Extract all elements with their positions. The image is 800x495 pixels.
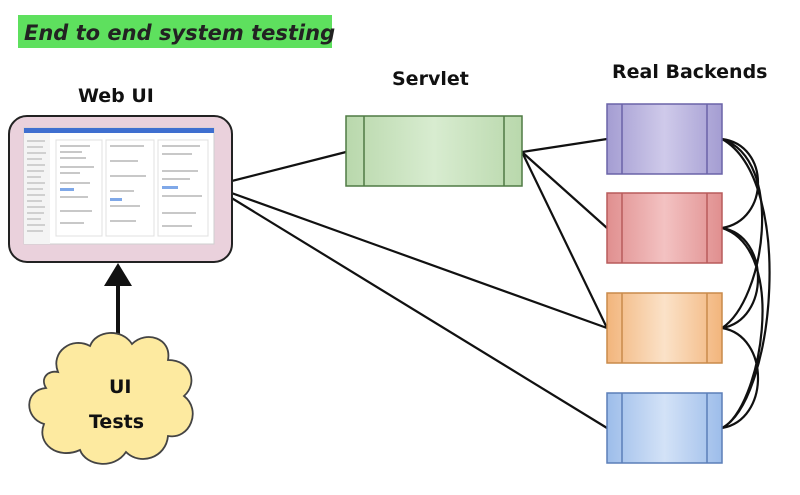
ui-tests-label-line2: Tests bbox=[89, 411, 144, 433]
ui-tests-label-line1: UI bbox=[109, 376, 132, 398]
arrow-head bbox=[104, 263, 132, 286]
backend-box-blue bbox=[606, 392, 723, 464]
backend-box-red bbox=[606, 192, 723, 264]
servlet-box bbox=[345, 115, 523, 187]
backend-box-purple bbox=[606, 103, 723, 175]
edge-servlet-red bbox=[521, 151, 608, 229]
backend-box-orange bbox=[606, 292, 723, 364]
title-banner bbox=[18, 15, 332, 48]
edge-webui-orange bbox=[211, 184, 608, 330]
diagram-title: End to end system testing bbox=[24, 21, 335, 45]
ui-tests-cloud bbox=[28, 332, 194, 465]
connections bbox=[211, 137, 771, 430]
edge-webui-servlet bbox=[211, 150, 347, 188]
web-ui-screenshot bbox=[23, 127, 215, 245]
edge-servlet-orange bbox=[521, 151, 608, 329]
servlet-label: Servlet bbox=[392, 68, 469, 90]
web-ui-label: Web UI bbox=[78, 85, 154, 107]
edge-webui-blue bbox=[211, 185, 608, 429]
edge-servlet-purple bbox=[521, 137, 608, 154]
edge-backend-loops bbox=[721, 137, 771, 430]
backends-label: Real Backends bbox=[612, 61, 767, 83]
